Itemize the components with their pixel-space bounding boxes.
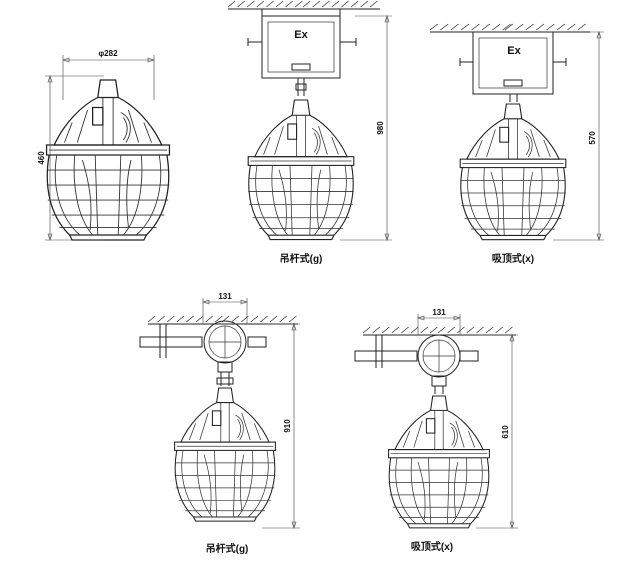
- width-dim-label: φ282: [98, 49, 118, 58]
- width-dim-label: 131: [432, 308, 446, 317]
- fixture-3: Ex 570 吸顶式(x): [429, 23, 604, 265]
- fixture-1: φ282 460: [37, 49, 171, 241]
- height-dim-label: 980: [376, 121, 385, 135]
- fixture-2: Ex 980 吊杆式(g): [227, 0, 392, 265]
- height-dim-label: 610: [501, 425, 510, 439]
- caption: 吊杆式(g): [280, 252, 323, 265]
- caption: 吸顶式(x): [411, 540, 453, 553]
- height-dim-label: 460: [37, 151, 46, 165]
- height-dim-label: 570: [588, 131, 597, 145]
- box-label: Ex: [507, 45, 521, 57]
- fixture-5: 131 610 吸顶式(x): [354, 308, 518, 553]
- fixture-4: 131 910 吊杆式(g): [139, 292, 300, 555]
- caption: 吊杆式(g): [206, 542, 249, 555]
- caption: 吸顶式(x): [492, 252, 534, 265]
- width-dim-label: 131: [218, 292, 232, 301]
- box-label: Ex: [294, 29, 308, 41]
- height-dim-label: 910: [283, 419, 292, 433]
